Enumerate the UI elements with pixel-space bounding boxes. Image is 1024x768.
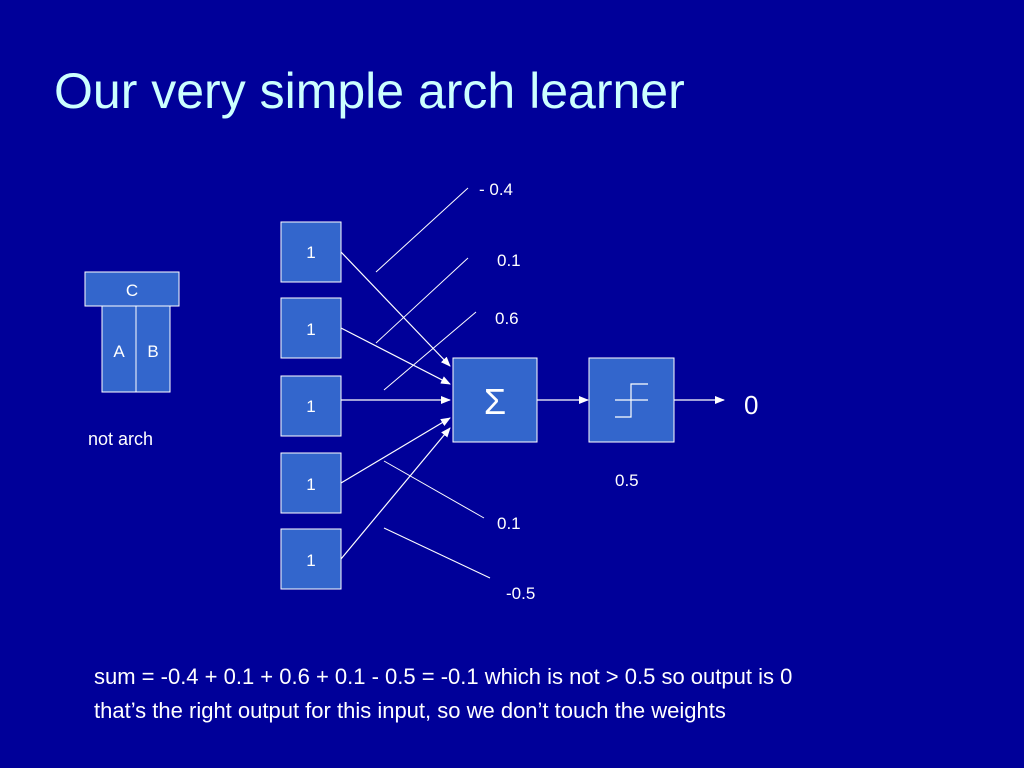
caption-line: that’s the right output for this input, … xyxy=(94,698,726,723)
summation-node xyxy=(452,357,538,443)
input-value: 1 xyxy=(306,397,315,416)
arrow xyxy=(340,251,451,367)
input-box xyxy=(280,528,342,590)
arrow xyxy=(340,417,451,484)
weight-leader xyxy=(375,187,469,273)
weight-label: - 0.4 xyxy=(479,180,514,199)
input-box xyxy=(280,297,342,359)
weight-leader xyxy=(375,257,469,344)
weight-label: 0.1 xyxy=(497,251,521,270)
input-arrows xyxy=(340,251,451,560)
output-value: 0 xyxy=(744,390,759,420)
input-nodes: 1 1 1 1 1 xyxy=(280,221,342,590)
weight-label: 0.6 xyxy=(495,309,519,328)
sigma-symbol: Σ xyxy=(484,381,506,422)
input-value: 1 xyxy=(306,243,315,262)
input-value: 1 xyxy=(306,320,315,339)
arrow xyxy=(340,427,451,560)
block-a xyxy=(101,305,137,393)
input-box xyxy=(280,221,342,283)
example-label: not arch xyxy=(88,429,154,449)
weight-leader xyxy=(383,311,477,391)
step-function-icon xyxy=(615,383,648,418)
block-a-label: A xyxy=(113,342,125,361)
block-b-label: B xyxy=(147,342,158,361)
weight-leaders xyxy=(375,187,491,579)
block-c-label: C xyxy=(126,281,138,300)
weight-leader xyxy=(383,460,485,519)
slide-title: Our very simple arch learner xyxy=(54,63,685,119)
input-value: 1 xyxy=(306,475,315,494)
caption: sum = -0.4 + 0.1 + 0.6 + 0.1 - 0.5 = -0.… xyxy=(94,660,792,728)
input-value: 1 xyxy=(306,551,315,570)
threshold-value: 0.5 xyxy=(615,471,639,490)
weight-leader xyxy=(383,527,491,579)
arrow xyxy=(340,327,451,385)
weight-label: 0.1 xyxy=(497,514,521,533)
input-box xyxy=(280,375,342,437)
caption-line: sum = -0.4 + 0.1 + 0.6 + 0.1 - 0.5 = -0.… xyxy=(94,664,793,689)
example-blocks: C A B xyxy=(84,271,180,393)
weight-label: -0.5 xyxy=(506,584,536,603)
block-b xyxy=(135,305,171,393)
block-c xyxy=(84,271,180,307)
